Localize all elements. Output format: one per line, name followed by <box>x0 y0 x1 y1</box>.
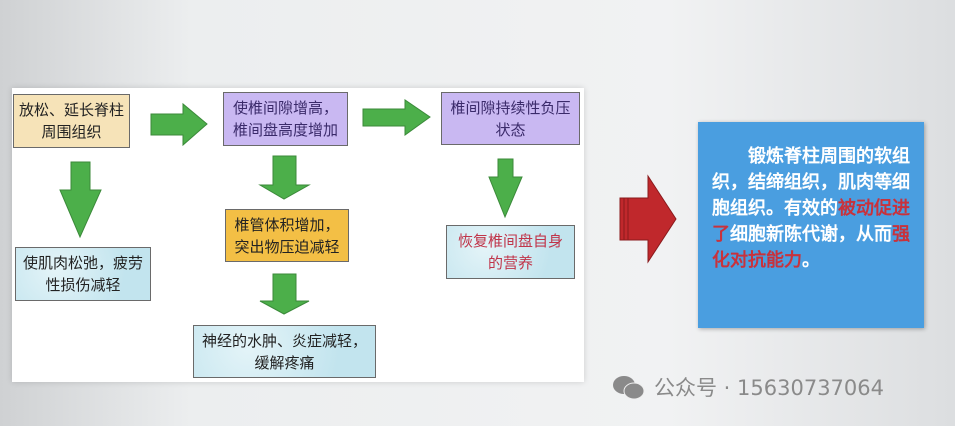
summary-text: 锻炼脊柱周围的软组织，结缔组织，肌肉等细胞组织。有效的 <box>712 146 910 219</box>
arrow-down-icon <box>259 273 310 315</box>
flow-box-height: 使椎间隙增高，椎间盘高度增加 <box>223 92 348 146</box>
flow-box-negative-pressure: 椎间隙持续性负压状态 <box>441 92 580 145</box>
arrow-right-red-icon <box>619 174 677 264</box>
flow-box-muscle: 使肌肉松弛，疲劳性损伤减轻 <box>15 247 151 301</box>
arrow-down-icon <box>59 161 102 239</box>
arrow-down-icon <box>258 155 311 200</box>
summary-end: 。 <box>802 250 820 271</box>
flow-box-relax: 放松、延长脊柱周围组织 <box>13 94 130 148</box>
summary-text: 细胞新陈代谢，从而 <box>730 224 892 245</box>
arrow-right-icon <box>362 99 431 136</box>
flow-box-canal: 椎管体积增加，突出物压迫减轻 <box>225 209 349 262</box>
watermark-label: 公众号 · 15630737064 <box>654 376 884 400</box>
wechat-icon <box>613 376 645 400</box>
arrow-right-icon <box>150 102 208 147</box>
flow-box-nutrition: 恢复椎间盘自身的营养 <box>446 225 575 279</box>
summary-highlight: 被动促进了 <box>712 198 910 245</box>
summary-box: 锻炼脊柱周围的软组织，结缔组织，肌肉等细胞组织。有效的被动促进了细胞新陈代谢，从… <box>698 122 924 328</box>
summary-highlight: 强化对抗能力 <box>712 224 910 271</box>
flow-box-nerve: 神经的水肿、炎症减轻，缓解疼痛 <box>193 325 376 378</box>
watermark: 公众号 · 15630737064 <box>612 372 884 402</box>
arrow-down-icon <box>488 158 523 219</box>
